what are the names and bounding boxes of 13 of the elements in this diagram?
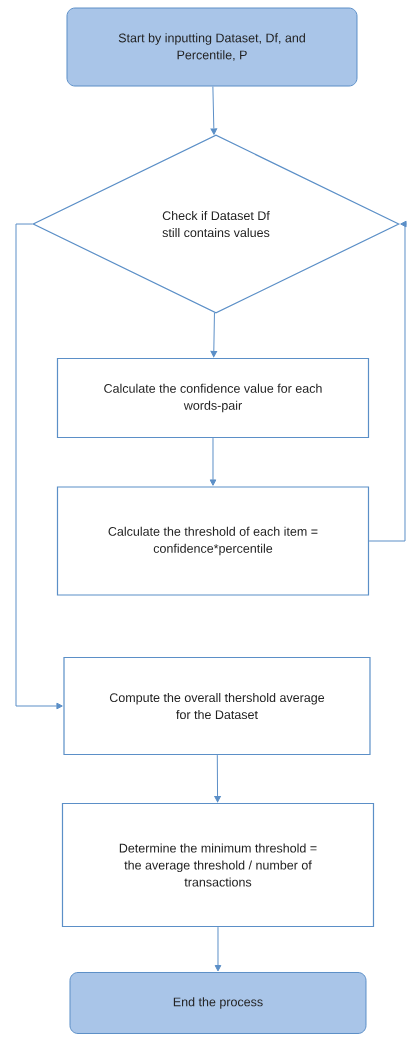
process-box: Calculate the threshold of each item = confidence*percentile — [56, 486, 370, 596]
arrow — [214, 926, 222, 972]
terminal-box: Start by inputting Dataset, Df, and Percentile, P — [66, 7, 358, 87]
process-box: Determine the minimum threshold = the average threshold / number of transactions — [61, 802, 375, 928]
arrow — [209, 437, 217, 486]
process-box: Calculate the confidence value for each words-pair — [56, 357, 370, 439]
process-box: Compute the overall thershold average for the Dataset — [63, 656, 371, 756]
arrow — [210, 86, 218, 135]
arrow — [368, 220, 407, 542]
arrow — [210, 312, 218, 358]
arrow — [214, 754, 221, 803]
arrow — [15, 223, 63, 710]
terminal-box: End the process — [69, 972, 367, 1034]
